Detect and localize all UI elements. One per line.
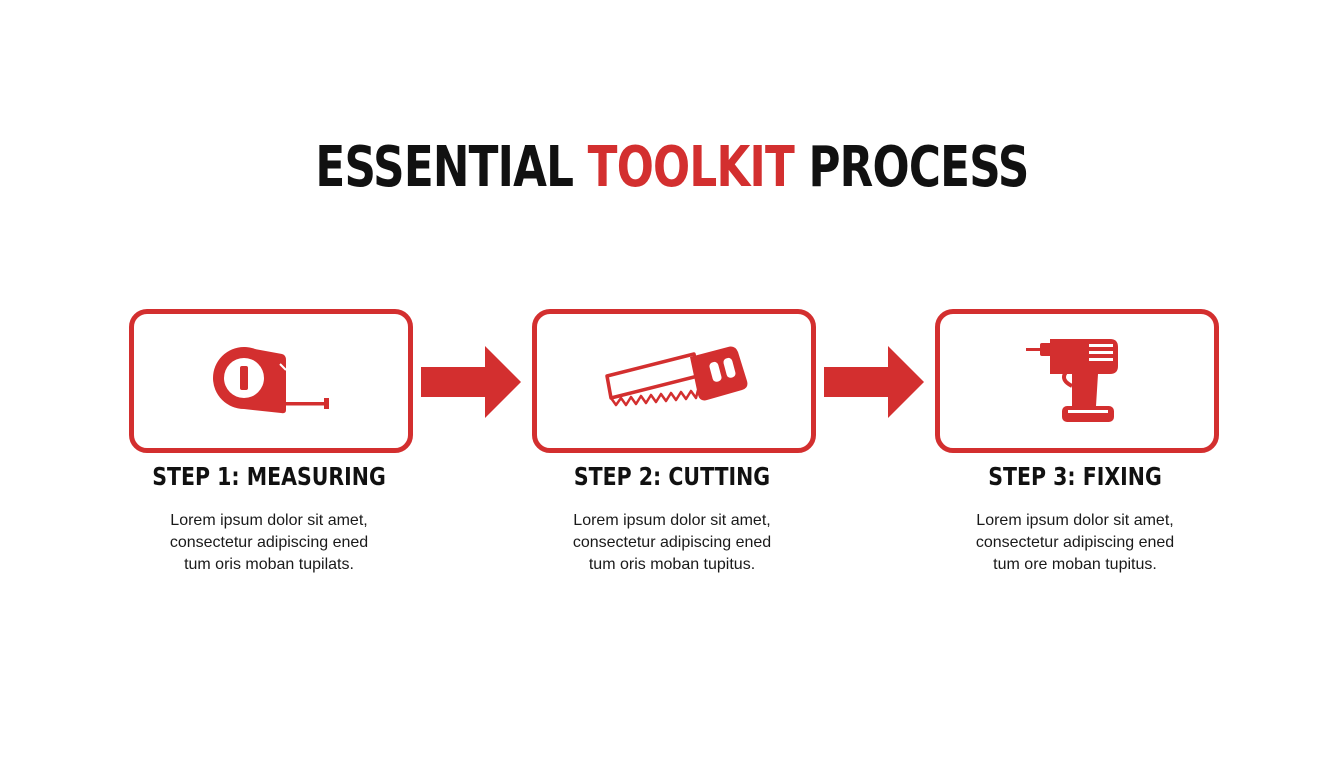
hand-saw-icon xyxy=(605,346,748,407)
description-line: Lorem ipsum dolor sit amet, xyxy=(573,512,771,529)
page-title: ESSENTIAL TOOLKIT PROCESS xyxy=(148,132,1196,204)
description-line: tum oris moban tupilats. xyxy=(184,556,354,573)
step-2-box xyxy=(532,309,816,453)
description-line: Lorem ipsum dolor sit amet, xyxy=(170,512,368,529)
description-line: consectetur adipiscing ened xyxy=(975,534,1175,551)
right-arrow-icon xyxy=(824,346,924,418)
description-line: tum oris moban tupitus. xyxy=(588,556,756,573)
description-line: Lorem ipsum dolor sit amet, xyxy=(976,512,1174,529)
step-1-title: STEP 1: MEASURING xyxy=(152,462,386,491)
power-drill-icon xyxy=(1026,339,1118,422)
right-arrow-icon xyxy=(421,346,521,418)
step-1-description: Lorem ipsum dolor sit amet, consectetur … xyxy=(119,510,419,576)
title-part-essential: ESSENTIAL xyxy=(315,135,574,200)
tape-measure-icon xyxy=(213,347,329,414)
description-line: consectetur adipiscing ened xyxy=(169,534,369,551)
description-line: tum ore moban tupitus. xyxy=(993,556,1157,573)
description-line: consectetur adipiscing ened xyxy=(572,534,772,551)
title-part-toolkit: TOOLKIT xyxy=(587,135,795,200)
step-2-title: STEP 2: CUTTING xyxy=(573,462,771,491)
step-3-description: Lorem ipsum dolor sit amet, consectetur … xyxy=(925,510,1225,576)
step-3-box xyxy=(935,309,1219,453)
step-3-title: STEP 3: FIXING xyxy=(988,462,1162,491)
step-1-box xyxy=(129,309,413,453)
step-2-description: Lorem ipsum dolor sit amet, consectetur … xyxy=(522,510,822,576)
title-part-process: PROCESS xyxy=(808,135,1029,200)
